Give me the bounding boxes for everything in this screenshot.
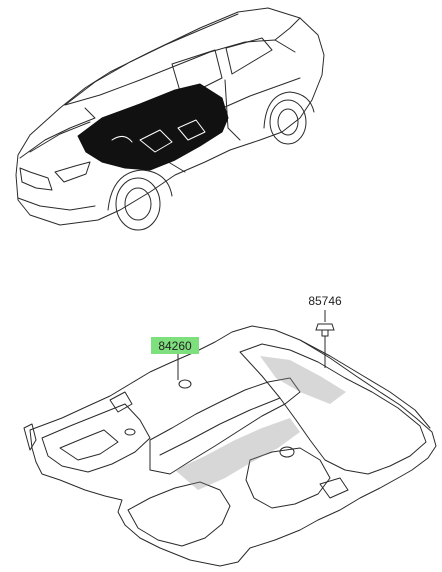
car-rear-window [274, 17, 301, 41]
carpet-tunnel-ridge [159, 397, 281, 456]
car-wheel-rear-hub [277, 108, 299, 136]
carpet-bracket [319, 477, 349, 499]
callout-highlight-box [151, 337, 199, 354]
car-wheel-rear [269, 99, 307, 145]
floor-carpet [23, 325, 437, 567]
carpet-rear-right-footwell [245, 447, 331, 509]
carpet-hole [178, 379, 192, 389]
carpet-shade-rear [260, 356, 346, 404]
car-bumper [17, 197, 96, 211]
callout-85746[interactable]: 85746 [308, 294, 342, 308]
carpet-shade-mid [175, 418, 300, 490]
car-side-window-rear [225, 37, 273, 75]
clip-head-icon [315, 323, 335, 331]
part-number-label: 85746 [308, 294, 342, 308]
clip-part [315, 323, 335, 337]
clip-stem-icon [321, 329, 329, 337]
car-roof-line [64, 39, 296, 106]
carpet-bracket [109, 391, 133, 413]
car-illustration [15, 7, 325, 231]
part-number-label: 84260 [158, 339, 192, 353]
car-seat [139, 119, 206, 153]
car-hood-crease [29, 121, 91, 153]
car-grille [19, 167, 53, 191]
carpet-front-right-footwell [127, 481, 231, 547]
car-steering [111, 136, 133, 143]
carpet-edge-left [23, 423, 37, 451]
car-headlight [54, 161, 91, 183]
leader-lines [177, 310, 326, 380]
car-hood [19, 107, 96, 159]
car-wheel-front [115, 177, 161, 231]
car-door-rear [224, 79, 241, 141]
car-wheel-front-hub [124, 187, 152, 221]
carpet-outline [29, 325, 437, 567]
carpet-rear-area [239, 343, 427, 475]
car-side-window-front [171, 49, 223, 99]
car-wheel-arch-rear [263, 91, 315, 129]
carpet-hole [279, 446, 295, 458]
callout-84260[interactable]: 84260 [151, 337, 199, 354]
carpet-front-left-footwell [41, 403, 151, 473]
car-wheel-arch-front [107, 169, 173, 211]
car-windshield [64, 13, 239, 106]
car-floor-area [77, 83, 229, 171]
carpet-center-tunnel [149, 377, 301, 475]
carpet-hole [124, 428, 136, 436]
carpet-front-left-inner [59, 429, 119, 461]
